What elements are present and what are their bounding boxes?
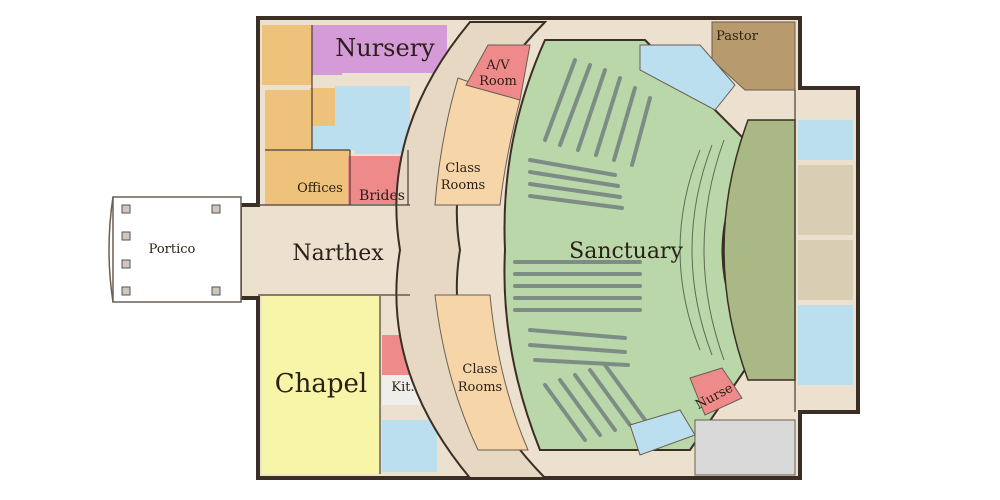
- east-wing-room-3: [798, 240, 853, 300]
- restroom-upper-left-2: [312, 126, 357, 150]
- label-av-room-line2: Room: [479, 74, 517, 89]
- av-room: [465, 44, 531, 101]
- label-narthex: Narthex: [292, 241, 384, 266]
- east-wing-room-4: [798, 305, 853, 385]
- east-wing-room-2: [798, 165, 853, 235]
- label-chapel: Chapel: [275, 369, 368, 399]
- nursery-side: [312, 55, 342, 75]
- service-area: [694, 419, 796, 476]
- label-pastor: Pastor: [716, 29, 759, 44]
- office-block-upper: [262, 25, 312, 85]
- restroom-upper-right: [639, 44, 736, 111]
- portico-left-arc: [108, 196, 114, 303]
- nurse-room: [689, 367, 743, 416]
- chapel-room: [262, 296, 380, 474]
- label-class-rooms-lower-line1: Class: [462, 362, 497, 377]
- label-portico: Portico: [149, 242, 196, 257]
- east-wing-room-1: [798, 120, 853, 160]
- restroom-upper-left: [335, 86, 410, 126]
- label-nursery: Nursery: [335, 34, 435, 62]
- stage-platform: [723, 119, 796, 381]
- label-kitchen: Kit.: [391, 380, 414, 395]
- narthex-room: [258, 208, 408, 293]
- pastor-office: [711, 21, 796, 91]
- restroom-upper-left-3: [355, 126, 410, 154]
- class-rooms-upper: [434, 77, 521, 206]
- sanctuary-pews: [513, 58, 652, 442]
- restroom-lower-left: [382, 420, 437, 472]
- label-class-rooms-lower-line2: Rooms: [458, 380, 502, 395]
- label-sanctuary: Sanctuary: [569, 239, 683, 264]
- portico-columns: [121, 204, 221, 296]
- label-class-rooms-upper-line1: Class: [445, 161, 480, 176]
- interior-walls: [258, 25, 796, 474]
- label-av-room-line1: A/V: [485, 58, 510, 73]
- offices-room: [265, 150, 350, 205]
- label-brides: Brides: [359, 188, 405, 204]
- portico-area: [112, 196, 242, 303]
- label-offices: Offices: [297, 181, 343, 196]
- stage-steps: [679, 139, 725, 361]
- label-class-rooms-upper-line2: Rooms: [441, 178, 485, 193]
- class-rooms-lower: [434, 294, 529, 451]
